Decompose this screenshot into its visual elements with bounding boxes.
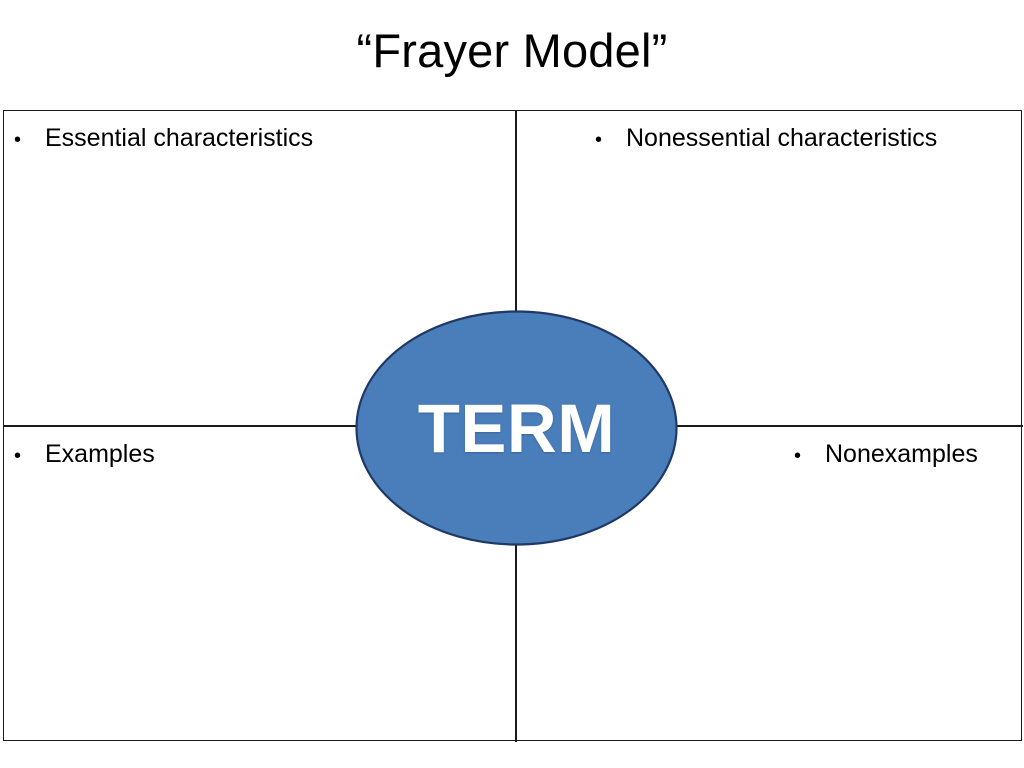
center-term-ellipse[interactable]: TERM xyxy=(355,310,678,546)
center-term-label: TERM xyxy=(417,389,616,467)
quadrant-nonessential-characteristics[interactable]: • Nonessential characteristics xyxy=(517,111,1023,425)
quadrant-nonexamples[interactable]: • Nonexamples xyxy=(517,427,1023,742)
quadrant-examples[interactable]: • Examples xyxy=(4,427,515,742)
quadrant-label-nonessential: Nonessential characteristics xyxy=(626,124,938,152)
quadrant-label-nonexamples: Nonexamples xyxy=(825,440,978,468)
bullet-row: • Examples xyxy=(14,439,155,471)
bullet-icon: • xyxy=(595,129,603,151)
bullet-icon: • xyxy=(14,129,22,151)
bullet-icon: • xyxy=(794,445,802,467)
bullet-row: • Nonessential characteristics xyxy=(595,123,937,155)
bullet-row: • Essential characteristics xyxy=(14,123,313,155)
frayer-grid: • Essential characteristics • Nonessenti… xyxy=(3,110,1023,742)
ellipse-shape xyxy=(355,310,678,546)
quadrant-essential-characteristics[interactable]: • Essential characteristics xyxy=(4,111,515,425)
quadrant-label-examples: Examples xyxy=(45,440,155,468)
page-title: “Frayer Model” xyxy=(356,24,668,77)
bullet-row: • Nonexamples xyxy=(794,439,978,471)
quadrant-label-essential: Essential characteristics xyxy=(45,124,314,152)
bullet-icon: • xyxy=(14,445,22,467)
